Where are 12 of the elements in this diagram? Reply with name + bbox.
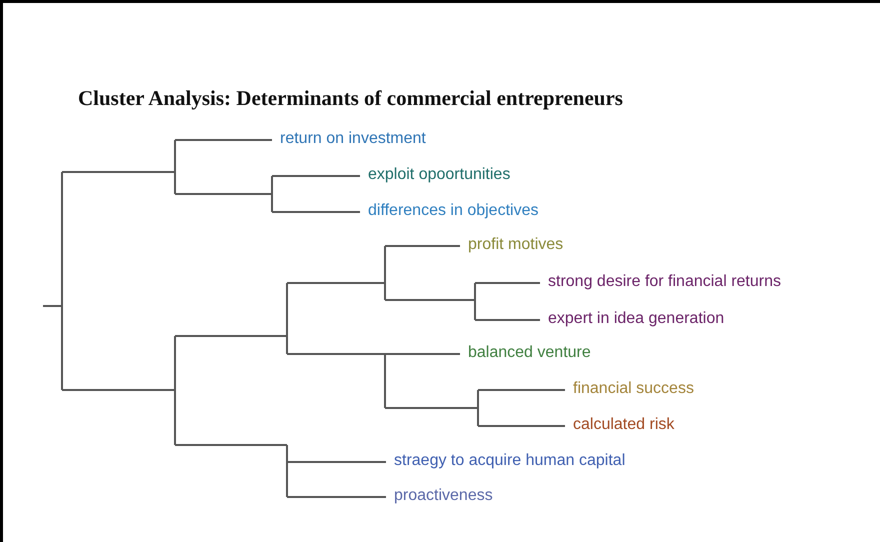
title: Cluster Analysis: Determinants of commercial entrepreneurs <box>78 85 623 112</box>
cluster-label: return on investment <box>280 129 426 149</box>
cluster-label: straegy to acquire human capital <box>394 451 626 471</box>
cluster-label: strong desire for financial returns <box>548 272 781 292</box>
cluster-label: balanced venture <box>468 343 591 363</box>
cluster-label: proactiveness <box>394 486 493 506</box>
cluster-label: calculated risk <box>573 415 674 435</box>
cluster-label: financial success <box>573 379 694 399</box>
cluster-label: differences in objectives <box>368 201 538 221</box>
cluster-label: expert in idea generation <box>548 309 724 329</box>
cluster-label: exploit opoortunities <box>368 165 510 185</box>
cluster-label: profit motives <box>468 235 564 255</box>
